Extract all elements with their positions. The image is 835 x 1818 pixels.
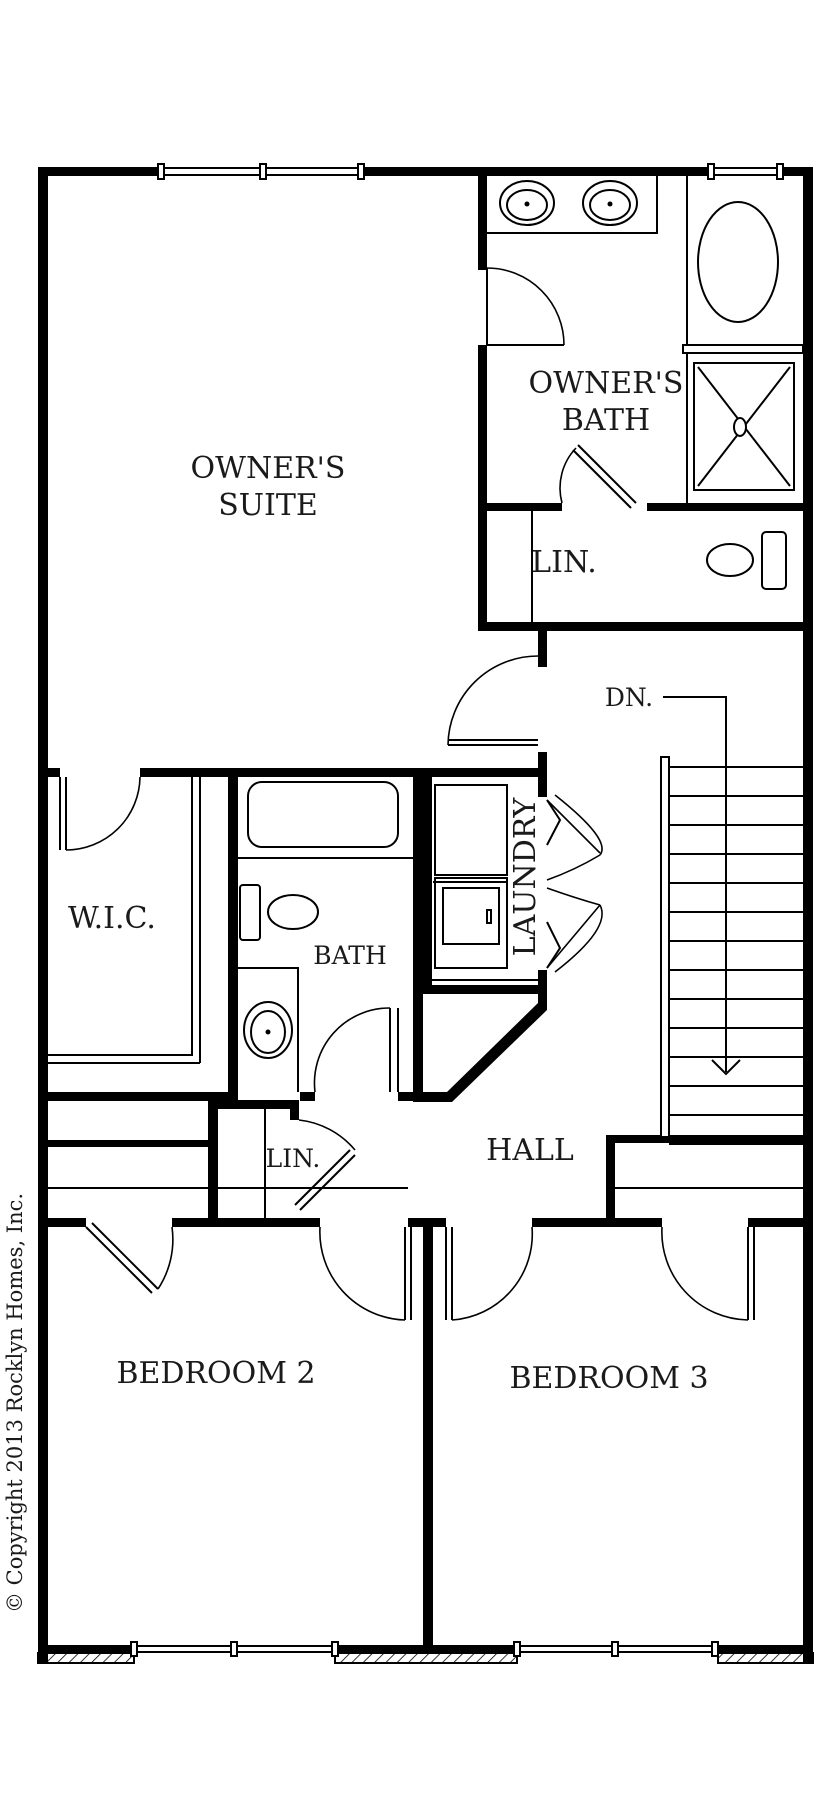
bath-label: BATH — [313, 941, 387, 970]
stair-arrow — [663, 696, 741, 1076]
interior-walls — [38, 167, 813, 1653]
tub — [697, 201, 779, 323]
staircase — [660, 756, 803, 1145]
linen-lower-label: LIN. — [266, 1144, 321, 1173]
washer — [434, 877, 508, 969]
room-labels: OWNER'S SUITE OWNER'S BATH LIN. DN. W.I.… — [3, 366, 709, 1613]
hall-label: HALL — [486, 1133, 574, 1168]
bedroom-3-label: BEDROOM 3 — [509, 1361, 708, 1396]
copyright-text: © Copyright 2013 Rocklyn Homes, Inc. — [3, 1193, 27, 1613]
wic-label: W.I.C. — [68, 901, 156, 936]
linen-upper-label: LIN. — [531, 545, 597, 580]
windows-top — [157, 163, 784, 180]
laundry-label: LAUNDRY — [508, 796, 543, 956]
owners-suite-label-1: OWNER'S — [191, 451, 346, 486]
owners-bath-label-1: OWNER'S — [529, 366, 684, 401]
dryer — [434, 784, 508, 876]
down-label: DN. — [605, 683, 653, 712]
bath-toilet — [267, 894, 319, 930]
owners-suite-label-2: SUITE — [218, 488, 318, 523]
bedroom-2-label: BEDROOM 2 — [116, 1356, 315, 1391]
toilet-upper — [706, 543, 754, 577]
fixtures — [48, 176, 804, 1321]
bath-tub — [247, 781, 399, 848]
windows-bottom — [37, 1641, 814, 1664]
owners-bath-label-2: BATH — [562, 403, 650, 438]
